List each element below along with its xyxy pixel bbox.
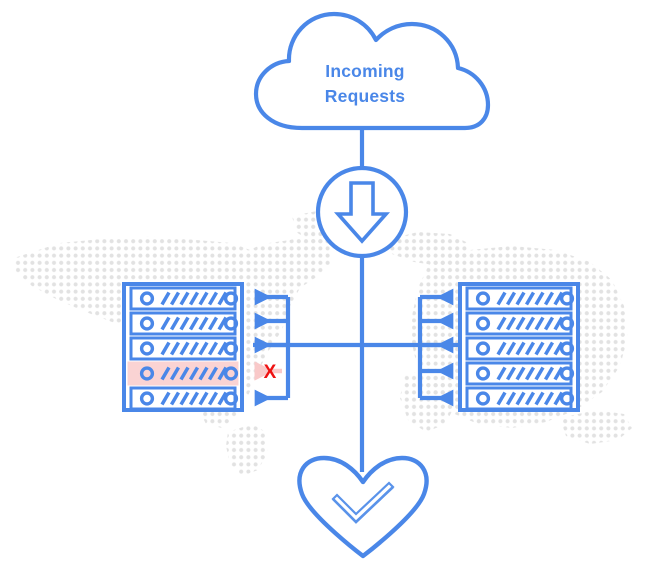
server-slot-left-3[interactable] [129,336,239,361]
server-slot-left-2[interactable] [129,311,239,336]
server-slot-left-1[interactable] [129,286,239,311]
server-slot-right-2[interactable] [465,311,575,336]
server-rack-right[interactable] [458,282,580,412]
cloud-outline [253,11,491,131]
server-slot-right-1[interactable] [465,286,575,311]
right-rack-connections [417,288,454,407]
check-icon-outline [331,481,395,524]
down-arrow-circle[interactable] [315,165,409,259]
server-slot-right-3[interactable] [465,336,575,361]
cloud-label-line2: Requests [325,86,405,106]
cloud-label-line1: Incoming [325,61,404,81]
server-rack-left[interactable] [122,282,244,412]
server-slot-right-4[interactable] [465,361,575,386]
server-slot-left-5[interactable] [129,386,239,411]
left-rack-connections: X [254,288,291,407]
server-slot-right-5[interactable] [465,386,575,411]
arrow-down-icon [333,181,391,244]
failed-connection-x: X [264,362,277,383]
incoming-requests-cloud[interactable]: Incoming Requests [253,11,491,131]
health-check-heart[interactable] [297,455,429,559]
server-slot-left-4[interactable] [127,361,239,386]
